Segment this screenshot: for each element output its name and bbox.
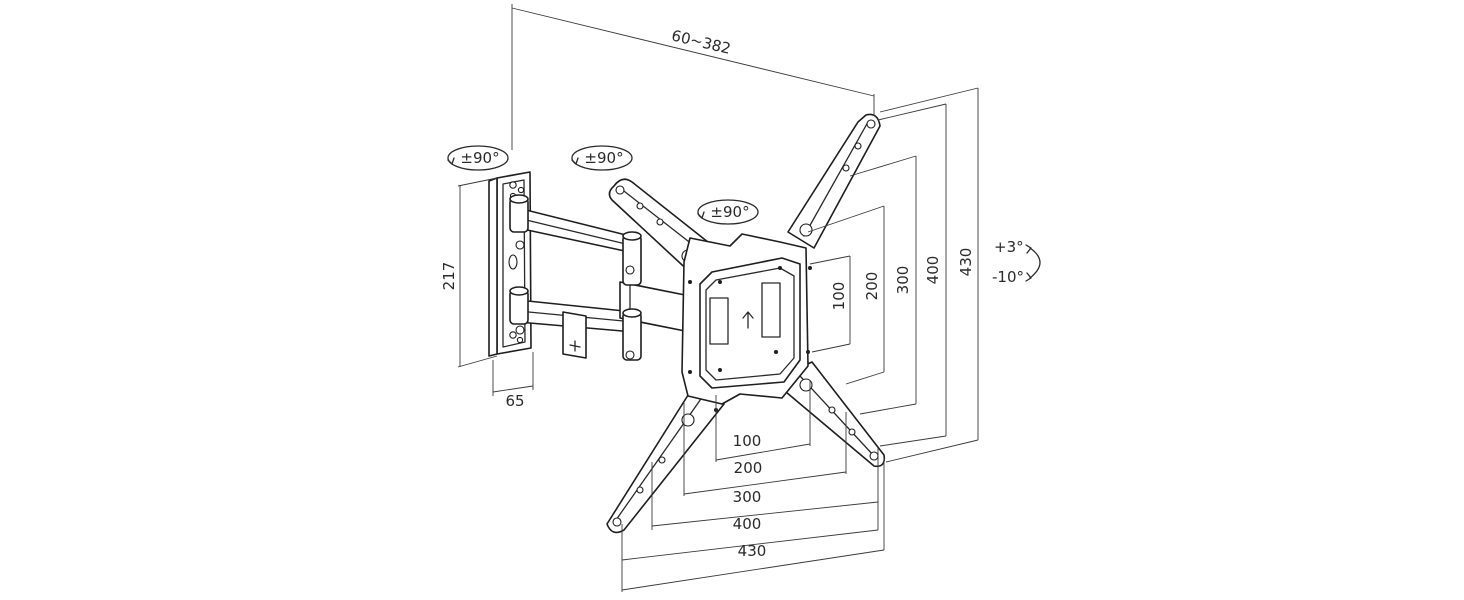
vesa-vertical-dimensions: 100 200 300 400 430	[807, 87, 979, 463]
tilt-indicator: +3° -10°	[992, 238, 1041, 286]
vesa-h-430: 430	[738, 542, 767, 560]
vesa-v-430: 430	[957, 248, 975, 277]
wall-plate-dimensions: 217 65	[440, 177, 534, 410]
tv-bracket	[606, 113, 886, 534]
rotation-wall-plate: ±90°	[447, 145, 509, 171]
wall-plate-height-label: 217	[440, 262, 458, 291]
rotation-label-tv-plate: ±90°	[710, 203, 749, 221]
wall-plate-depth-label: 65	[505, 392, 524, 410]
vesa-h-100: 100	[733, 432, 762, 450]
arm-extension-label: 60~382	[670, 26, 733, 58]
rotation-arm: ±90°	[571, 145, 633, 171]
vesa-v-100: 100	[830, 282, 848, 311]
vesa-h-200: 200	[734, 459, 763, 477]
vesa-h-300: 300	[733, 488, 762, 506]
rotation-label-arm: ±90°	[584, 149, 623, 167]
tilt-down-label: -10°	[992, 268, 1024, 286]
vesa-v-200: 200	[863, 272, 881, 301]
vesa-horizontal-dimensions: 100 200 300 400 430	[621, 380, 885, 592]
rotation-label-wall-plate: ±90°	[460, 149, 499, 167]
vesa-v-400: 400	[924, 256, 942, 285]
rotation-tv-plate: ±90°	[697, 199, 759, 225]
tilt-up-label: +3°	[994, 238, 1024, 256]
arm-extension-dimension: 60~382	[511, 4, 875, 150]
swing-arms	[509, 194, 691, 361]
vesa-h-400: 400	[733, 515, 762, 533]
vesa-v-300: 300	[894, 266, 912, 295]
